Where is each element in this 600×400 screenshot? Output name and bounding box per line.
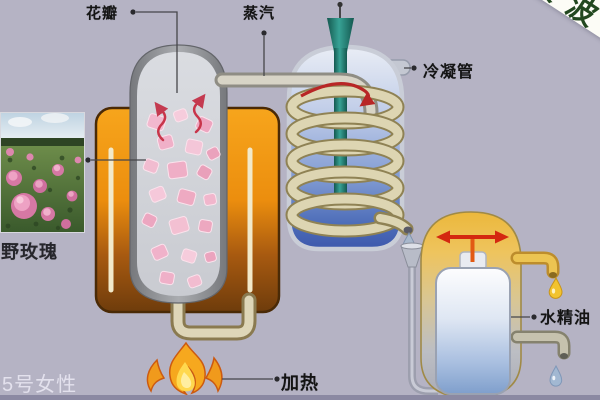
oil-outlet-pipe <box>510 251 563 299</box>
condenser-label: 冷凝管 <box>423 64 475 81</box>
separation-arrows <box>436 230 509 262</box>
rose-field-photo <box>0 112 85 233</box>
steam-label: 蒸汽 <box>243 5 276 22</box>
bottom-left-watermark: 5号女性 <box>2 374 78 396</box>
condenser <box>214 1 416 254</box>
water-essential-oil-label: 水精油 <box>540 310 592 327</box>
condenser-coil <box>285 81 405 238</box>
oil-droplet-icon <box>548 276 563 299</box>
pointer-lines <box>85 9 537 382</box>
receiving-funnel <box>400 242 438 395</box>
heating-label: 加热 <box>281 373 319 393</box>
separator-inner-flask <box>435 251 511 395</box>
coil-flow-arrow <box>300 81 376 107</box>
wild-rose-label: 野玫瑰 <box>1 242 58 262</box>
bottom-edge-band <box>0 395 600 400</box>
flame-icon <box>146 341 223 396</box>
rose-blooms <box>6 148 82 229</box>
water-outlet-pipe <box>510 330 571 387</box>
drain-pipe <box>170 288 257 341</box>
separator <box>400 211 571 399</box>
steam-rise-arrows <box>154 93 206 142</box>
petals-label: 花瓣 <box>86 5 119 22</box>
rose-petals <box>141 108 221 289</box>
petal-chamber <box>129 44 228 304</box>
water-droplet-icon <box>549 364 563 387</box>
